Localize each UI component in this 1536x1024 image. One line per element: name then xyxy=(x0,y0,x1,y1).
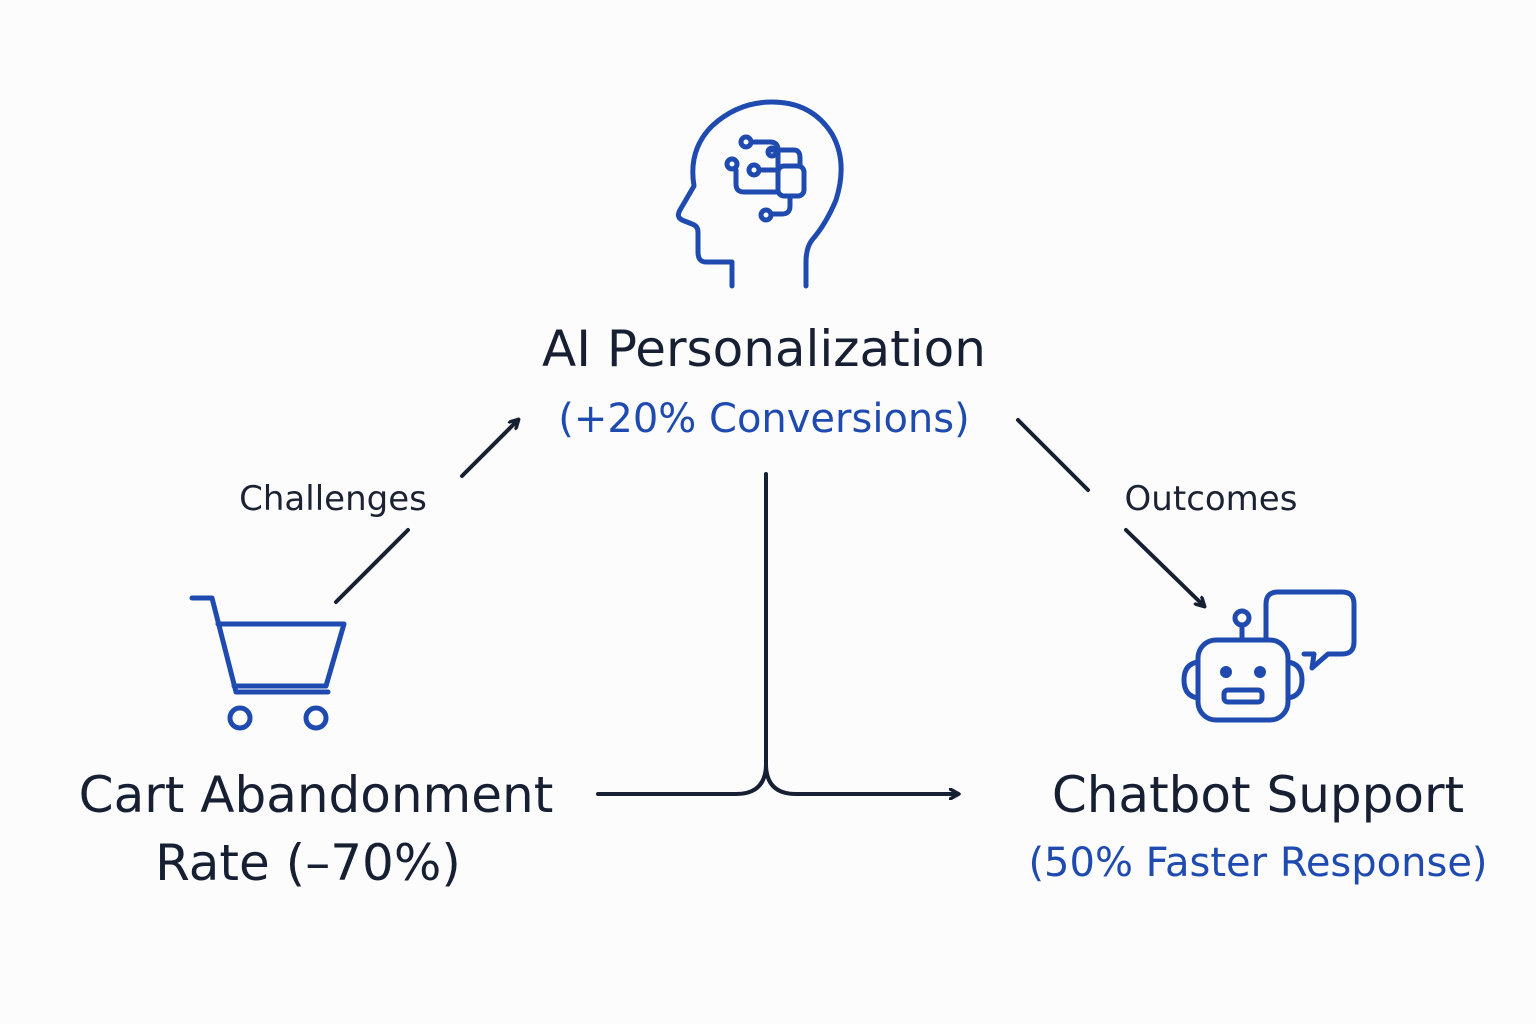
node-ai-personalization: AI Personalization (+20% Conversions) xyxy=(542,99,986,442)
shopping-cart-icon xyxy=(189,595,347,731)
outcomes-arrow-lower xyxy=(1124,528,1204,606)
merge-vertical-line xyxy=(596,472,768,796)
brain-circuit-head-icon xyxy=(675,99,844,289)
chatbot-support-subtitle: (50% Faster Response) xyxy=(1028,840,1487,886)
cart-abandonment-title-line1: Cart Abandonment xyxy=(79,766,554,824)
ai-personalization-title: AI Personalization xyxy=(542,320,986,378)
edge-outcomes: Outcomes xyxy=(1016,418,1298,606)
outcomes-label: Outcomes xyxy=(1125,479,1298,519)
ai-personalization-subtitle: (+20% Conversions) xyxy=(558,396,969,442)
chatbot-support-title: Chatbot Support xyxy=(1052,766,1464,824)
challenges-label: Challenges xyxy=(239,479,427,519)
challenges-arrow-lower xyxy=(334,528,410,604)
challenges-arrow-upper xyxy=(460,420,518,478)
outcomes-arrow-upper xyxy=(1016,418,1090,492)
node-chatbot-support: Chatbot Support (50% Faster Response) xyxy=(1028,589,1488,886)
robot-chat-icon xyxy=(1181,589,1357,723)
edge-merge-connector xyxy=(596,472,958,796)
cart-abandonment-title-line2: Rate (–70%) xyxy=(155,834,461,892)
node-cart-abandonment: Cart Abandonment Rate (–70%) xyxy=(79,595,554,892)
edge-challenges: Challenges xyxy=(239,420,518,604)
merge-arrow-to-chatbot xyxy=(764,762,958,794)
